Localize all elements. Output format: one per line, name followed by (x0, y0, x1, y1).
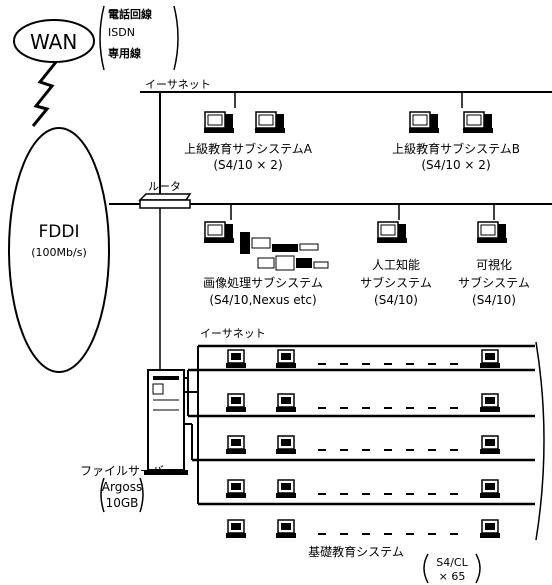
advanced-a-name: 上級教育サブシステムA (184, 142, 312, 156)
fddi-speed: (100Mb/s) (31, 246, 87, 259)
image-subsystem-name: 画像処理サブシステム (203, 276, 323, 290)
wan-label: WAN (30, 30, 78, 54)
ai-subsystem-name-2: サブシステム (360, 276, 432, 290)
wan-paren-right (173, 5, 179, 71)
router (138, 193, 192, 209)
file-server-spec-2: 10GB (105, 496, 139, 510)
ethernet-top-label: イーサネット (145, 78, 211, 91)
image-processing-equipment (203, 221, 329, 271)
fddi-ring (8, 127, 110, 373)
wan-node (13, 19, 95, 63)
basic-system-spec-2: × 65 (438, 570, 466, 583)
workstation-icon (203, 111, 235, 134)
workstation-icon (376, 221, 408, 244)
workstation-icon (476, 221, 508, 244)
workstation-icon (462, 111, 494, 134)
router-label: ルータ (148, 180, 181, 193)
wan-link-isdn: ISDN (108, 26, 135, 39)
advanced-a-spec: (S4/10 × 2) (213, 158, 283, 172)
wan-paren-left (99, 5, 105, 71)
workstation-icon (254, 111, 286, 134)
workstation-icon (408, 111, 440, 134)
basic-education-network (184, 341, 545, 541)
ethernet-bottom-label: イーサネット (200, 327, 266, 340)
wan-link-phone: 電話回線 (108, 8, 152, 21)
vis-subsystem-name-2: サブシステム (458, 276, 530, 290)
vis-subsystem-name-1: 可視化 (475, 258, 513, 272)
fddi-label: FDDI (38, 222, 80, 242)
wan-link-bolt (31, 61, 58, 127)
image-subsystem-spec: (S4/10,Nexus etc) (209, 293, 317, 307)
file-server-spec-1: Argoss (101, 480, 143, 494)
basic-system-spec-1: S4/CL (436, 556, 468, 569)
file-server (144, 369, 188, 475)
wan-link-leased: 専用線 (108, 47, 141, 60)
advanced-b-spec: (S4/10 × 2) (421, 158, 491, 172)
vis-subsystem-spec: (S4/10) (472, 293, 516, 307)
ai-subsystem-name-1: 人工知能 (371, 258, 421, 272)
ai-subsystem-spec: (S4/10) (374, 293, 418, 307)
file-server-label: ファイルサーバ (80, 464, 164, 478)
advanced-b-name: 上級教育サブシステムB (392, 142, 520, 156)
basic-system-name: 基礎教育システム (308, 545, 404, 559)
